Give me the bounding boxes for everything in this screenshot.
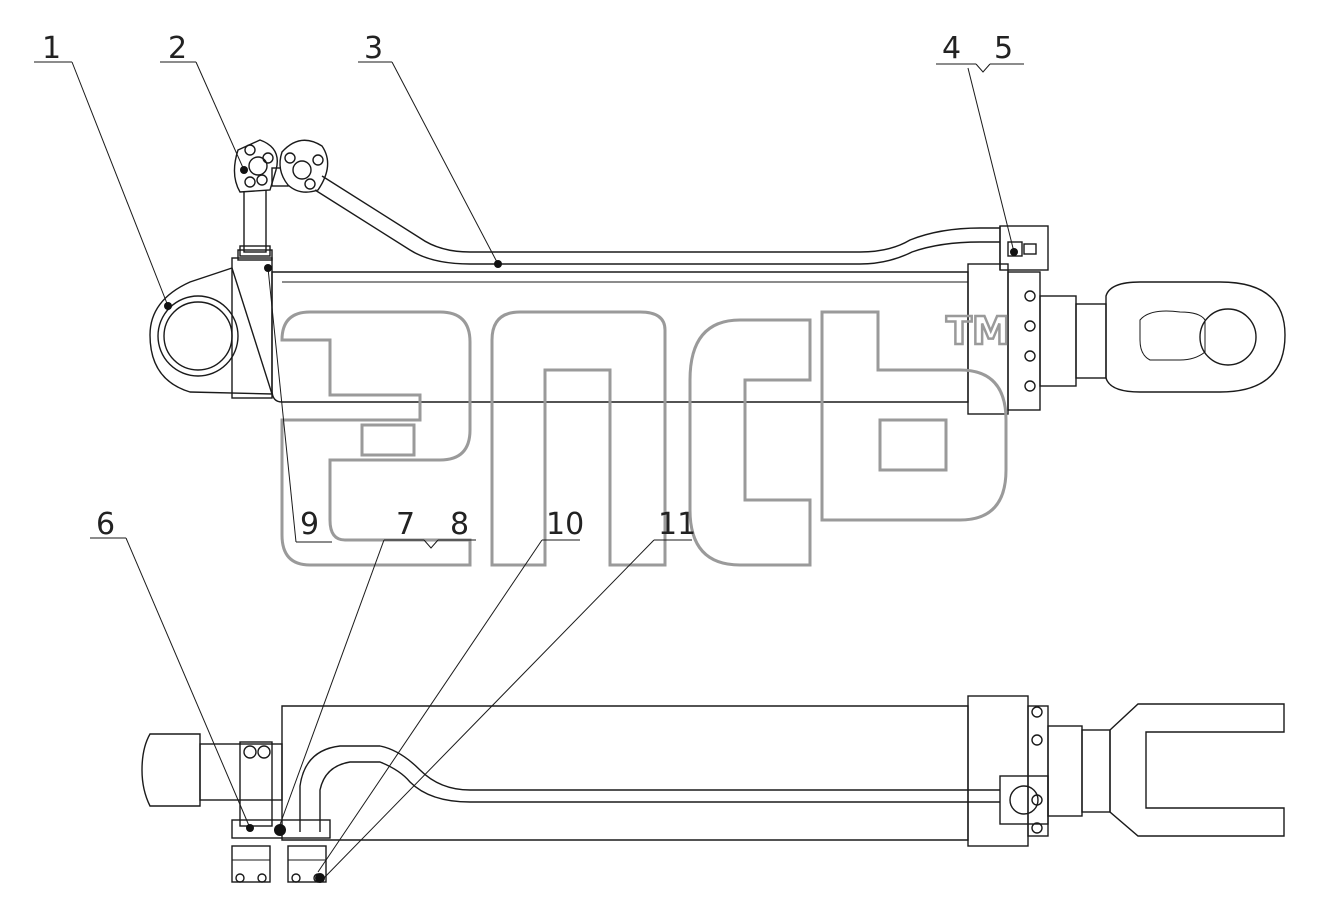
- callout-3: 3: [364, 31, 383, 66]
- leader-dot-1: [164, 302, 172, 310]
- watermark-logo: TM: [280, 308, 1011, 567]
- callout-11: 11: [658, 507, 696, 542]
- bottom-cylinder-view: [141, 695, 1285, 883]
- callouts: 1 2 3 4 5 9 6 7 8: [34, 31, 1024, 883]
- leader-dot-3: [494, 260, 502, 268]
- leader-dot-2: [240, 166, 248, 174]
- callout-10: 10: [546, 507, 584, 542]
- leader-dot-9: [264, 264, 272, 272]
- watermark-tm: TM: [946, 309, 1010, 353]
- callout-1: 1: [42, 31, 61, 66]
- leader-dot-11: [315, 873, 325, 883]
- callout-5: 5: [994, 31, 1013, 66]
- leader-dot-6: [246, 824, 254, 832]
- callout-2: 2: [168, 31, 187, 66]
- top-cylinder-view: [149, 139, 1286, 415]
- leader-dot-4: [1010, 248, 1018, 256]
- callout-6: 6: [96, 507, 115, 542]
- callout-4: 4: [942, 31, 961, 66]
- callout-8: 8: [450, 507, 469, 542]
- leader-dot-7: [274, 824, 286, 836]
- callout-7: 7: [396, 507, 415, 542]
- callout-9: 9: [300, 507, 319, 542]
